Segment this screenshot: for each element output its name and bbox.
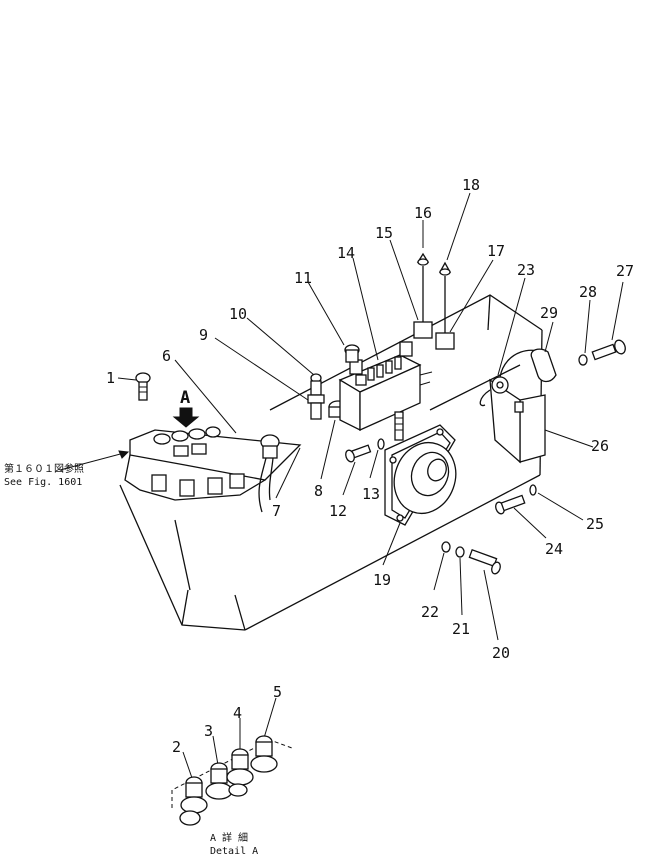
callout-19: 19 bbox=[373, 571, 391, 589]
rotary-switch bbox=[179, 776, 208, 826]
connector-parts bbox=[413, 252, 455, 350]
callout-16: 16 bbox=[414, 204, 432, 222]
callout-6: 6 bbox=[162, 347, 171, 365]
callout-13: 13 bbox=[362, 485, 380, 503]
callout-27: 27 bbox=[616, 262, 634, 280]
callout-21: 21 bbox=[452, 620, 470, 638]
callout-4: 4 bbox=[233, 704, 242, 722]
reference-english: See Fig. 1601 bbox=[4, 477, 82, 488]
callout-12: 12 bbox=[329, 502, 347, 520]
callout-22: 22 bbox=[421, 603, 439, 621]
leader-lines bbox=[117, 192, 624, 641]
bolt-part bbox=[495, 484, 537, 515]
callout-25: 25 bbox=[586, 515, 604, 533]
callout-2: 2 bbox=[172, 738, 181, 756]
callout-10: 10 bbox=[229, 305, 247, 323]
down-arrow-icon bbox=[172, 407, 200, 428]
callout-11: 11 bbox=[294, 269, 312, 287]
wire-harness bbox=[394, 411, 404, 441]
relay-box bbox=[338, 341, 433, 432]
rotary-switch bbox=[226, 748, 254, 797]
reference-japanese: 第１６０１図参照 bbox=[4, 462, 84, 475]
switch-panel bbox=[124, 426, 302, 501]
detail-caption-english: Detail A bbox=[210, 846, 258, 857]
callout-26: 26 bbox=[591, 437, 609, 455]
callout-20: 20 bbox=[492, 644, 510, 662]
figure-reference: 第１６０１図参照 See Fig. 1601 bbox=[4, 450, 130, 488]
callout-labels: 1 6 7 8 9 10 11 12 13 14 15 16 18 17 19 … bbox=[106, 176, 634, 662]
speaker-part bbox=[384, 424, 457, 526]
callout-9: 9 bbox=[199, 326, 208, 344]
callout-15: 15 bbox=[375, 224, 393, 242]
horn-unit bbox=[479, 349, 546, 464]
callout-17: 17 bbox=[487, 242, 505, 260]
rotary-switch bbox=[250, 735, 278, 773]
callout-28: 28 bbox=[579, 283, 597, 301]
view-marker-label: A bbox=[180, 388, 190, 408]
callout-24: 24 bbox=[545, 540, 563, 558]
callout-29: 29 bbox=[540, 304, 558, 322]
callout-3: 3 bbox=[204, 722, 213, 740]
callout-14: 14 bbox=[337, 244, 355, 262]
view-marker-a: A bbox=[172, 388, 200, 428]
callout-8: 8 bbox=[314, 482, 323, 500]
callout-1: 1 bbox=[106, 369, 115, 387]
bolt-part bbox=[441, 541, 501, 575]
pressure-switch-part bbox=[307, 373, 325, 420]
lamp-part bbox=[258, 434, 280, 513]
rotary-switch bbox=[205, 762, 233, 800]
detail-a: 2 3 4 5 A 詳 細 Detail A bbox=[171, 683, 293, 857]
clamp-part bbox=[530, 339, 626, 383]
callout-7: 7 bbox=[272, 502, 281, 520]
bolt-part bbox=[345, 438, 385, 463]
callout-5: 5 bbox=[273, 683, 282, 701]
callout-18: 18 bbox=[462, 176, 480, 194]
callout-23: 23 bbox=[517, 261, 535, 279]
detail-caption-japanese: A 詳 細 bbox=[210, 831, 248, 844]
screw-part bbox=[135, 372, 151, 401]
